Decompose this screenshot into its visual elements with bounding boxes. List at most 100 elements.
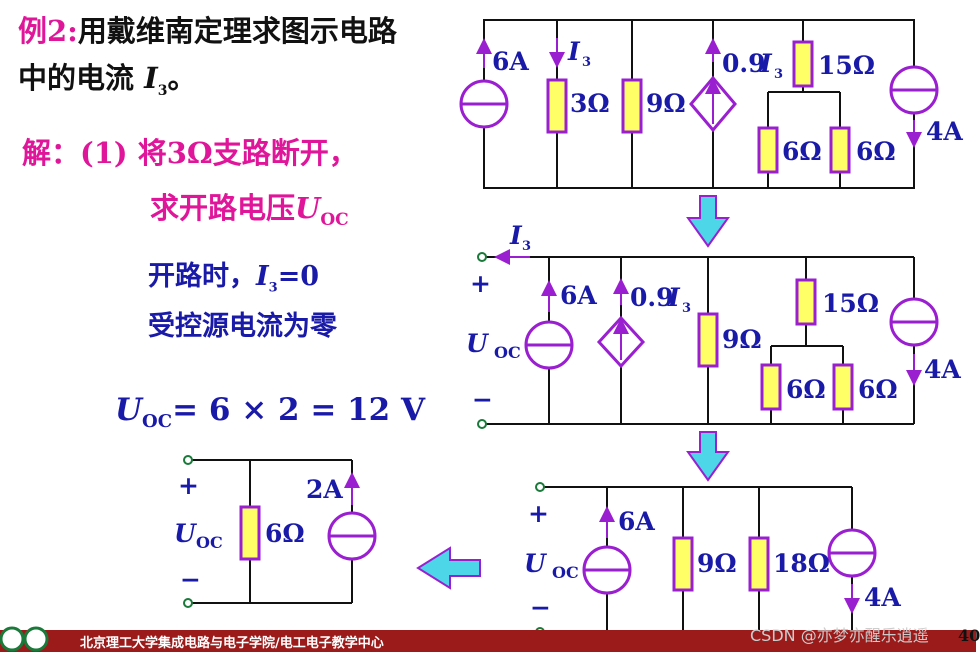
c2-label-dep-var: I: [667, 283, 681, 312]
c2-label-minus: −: [472, 385, 493, 414]
problem-label: 例2:: [18, 14, 78, 48]
c1-resistor-9ohm: [621, 78, 643, 134]
c1-label-i3-sub: 3: [582, 55, 591, 70]
c3-resistor-9ohm: [672, 536, 694, 592]
c4-labels: + U OC − 6Ω 2A: [174, 471, 343, 594]
c2-label-6ohm-a: 6Ω: [786, 375, 826, 404]
open-prefix: 开路时，: [148, 261, 256, 292]
c4-terminal-bottom: [183, 598, 193, 608]
c4-label-minus: −: [180, 565, 201, 594]
c1-label-i3: I: [567, 37, 581, 66]
c2-labels: I 3 + U OC − 6A 0.9 I 3 9Ω 15Ω 6Ω 6Ω 4A: [466, 221, 961, 414]
eq-sub: OC: [142, 411, 173, 433]
logo-icon-2: [23, 626, 49, 652]
c3-label-uoc-sub: OC: [552, 563, 579, 582]
c2-label-dep: 0.9: [630, 283, 674, 312]
c3-label-9ohm: 9Ω: [697, 549, 737, 578]
open-sub: 3: [268, 280, 278, 296]
c1-label-6ohm-a: 6Ω: [782, 137, 822, 166]
c3-label-minus: −: [530, 593, 551, 622]
problem-var: I: [144, 61, 158, 95]
c3-label-plus: +: [528, 499, 549, 528]
c2-resistor-6ohm-a: [760, 363, 782, 411]
c1-resistor-15ohm: [792, 40, 814, 88]
c2-label-i3-sub: 3: [522, 239, 531, 254]
c4-label-6ohm: 6Ω: [265, 519, 305, 548]
c2-label-i3: I: [509, 221, 523, 250]
c3-elements: [535, 482, 877, 637]
c1-label-6a: 6A: [492, 47, 529, 76]
c1-label-3ohm: 3Ω: [570, 89, 610, 118]
c2-label-uoc-sub: OC: [494, 343, 521, 362]
c4-elements: [183, 455, 377, 608]
problem-text-2: 中的电流: [18, 61, 135, 95]
c2-resistor-9ohm: [697, 312, 719, 368]
c2-label-15ohm: 15Ω: [822, 289, 879, 318]
c2-label-dep-sub: 3: [682, 301, 691, 316]
open-var: I: [256, 261, 269, 292]
c4-label-uoc-sub: OC: [196, 533, 223, 552]
solution-step-1: 解：(1) 将3Ω支路断开，: [22, 130, 358, 172]
down-arrow-1: [686, 195, 730, 248]
solution-step1b-text: 求开路电压: [150, 191, 296, 225]
problem-suffix: 。: [167, 61, 197, 95]
solution-step-1b: 求开路电压UOC: [150, 185, 349, 230]
c4-label-uoc: U: [174, 519, 198, 548]
c1-labels: 6A I 3 3Ω 9Ω 0.9 I 3 15Ω 6Ω 6Ω 4A: [492, 37, 963, 166]
c4-label-2a: 2A: [306, 475, 343, 504]
c4-label-plus: +: [178, 471, 199, 500]
footer-text: 北京理工大学集成电路与电子学院/电工电子教学中心: [80, 636, 384, 651]
c1-label-dep: 0.9: [722, 49, 766, 78]
c2-label-plus: +: [470, 269, 491, 298]
problem-line-1: 例2:用戴维南定理求图示电路: [18, 8, 397, 50]
open-suffix: =0: [277, 261, 320, 292]
page-number: 40: [958, 626, 980, 645]
c1-label-9ohm: 9Ω: [646, 89, 686, 118]
problem-line-2: 中的电流 I3。: [18, 55, 196, 99]
c1-label-6ohm-b: 6Ω: [856, 137, 896, 166]
c2-label-4a: 4A: [924, 355, 961, 384]
c3-label-6a: 6A: [618, 507, 655, 536]
c3-label-18ohm: 18Ω: [773, 549, 830, 578]
solution-step1-text: (1) 将3Ω支路断开，: [80, 136, 358, 170]
c1-resistor-3ohm: [546, 78, 568, 134]
watermark: CSDN @亦梦亦醒乐逍遥: [750, 626, 929, 645]
footer-logo: [0, 626, 49, 652]
uoc-equation: UOC= 6 × 2 = 12 V: [115, 392, 425, 432]
eq-rhs: = 6 × 2 = 12 V: [172, 392, 426, 428]
c3-labels: + U OC − 6A 9Ω 18Ω 4A: [524, 499, 901, 622]
solution-label: 解：: [22, 136, 81, 170]
c2-resistor-15ohm: [795, 278, 817, 326]
down-arrow-2: [686, 431, 730, 482]
controlled-source-line: 受控源电流为零: [148, 311, 337, 342]
c1-resistor-6ohm-b: [829, 126, 851, 174]
solution-step1b-sub: OC: [320, 209, 349, 230]
problem-text-1: 用戴维南定理求图示电路: [77, 14, 397, 48]
eq-var: U: [115, 392, 143, 428]
c3-label-uoc: U: [524, 549, 548, 578]
problem-sub: 3: [157, 82, 168, 99]
solution-step1b-var: U: [295, 191, 321, 225]
c2-terminal-bottom: [477, 419, 487, 429]
c2-elements: [477, 249, 939, 429]
c2-label-6ohm-b: 6Ω: [858, 375, 898, 404]
c2-resistor-6ohm-b: [832, 363, 854, 411]
c2-label-uoc: U: [466, 329, 490, 358]
c4-resistor-6ohm: [239, 505, 261, 561]
c3-resistor-18ohm: [748, 536, 770, 592]
c4-terminal-top: [183, 455, 193, 465]
c3-label-4a: 4A: [864, 583, 901, 612]
open-circuit-line: 开路时，I3=0: [148, 254, 319, 295]
c1-label-4a: 4A: [926, 117, 963, 146]
left-arrow: [416, 546, 481, 590]
c1-label-dep-sub: 3: [774, 67, 783, 82]
c1-label-dep-var: I: [759, 49, 773, 78]
c3-terminal-top: [535, 482, 545, 492]
c1-elements: [459, 38, 939, 174]
logo-icon-1: [0, 626, 25, 652]
c2-label-6a: 6A: [560, 281, 597, 310]
footer-bar: [0, 630, 976, 652]
c1-label-15ohm: 15Ω: [818, 51, 875, 80]
